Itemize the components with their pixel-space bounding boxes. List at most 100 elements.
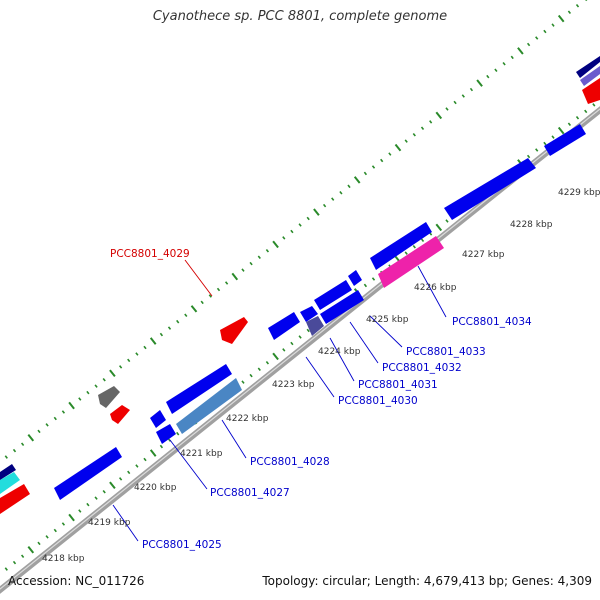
minor-tick bbox=[4, 455, 8, 459]
minor-tick bbox=[502, 62, 506, 66]
minor-tick bbox=[102, 490, 106, 494]
minor-tick bbox=[94, 496, 98, 500]
minor-tick bbox=[469, 87, 474, 92]
gene-4027-a[interactable] bbox=[150, 410, 166, 428]
gene-blue-4028a[interactable] bbox=[166, 364, 232, 414]
minor-tick bbox=[257, 255, 261, 259]
gene-label-4028[interactable]: PCC8801_4028 bbox=[250, 456, 330, 468]
gene-label-4031[interactable]: PCC8801_4031 bbox=[358, 379, 438, 391]
minor-tick bbox=[592, 103, 596, 107]
minor-tick bbox=[298, 335, 302, 339]
gene-label-4034[interactable]: PCC8801_4034 bbox=[452, 316, 532, 328]
minor-tick bbox=[94, 384, 98, 388]
scale-label: 4226 kbp bbox=[414, 283, 457, 293]
major-tick bbox=[557, 14, 565, 23]
genes-reverse[interactable] bbox=[54, 124, 586, 500]
major-tick bbox=[272, 352, 279, 361]
minor-tick bbox=[118, 477, 123, 481]
minor-tick bbox=[429, 120, 433, 124]
minor-tick bbox=[61, 410, 66, 414]
scale-label: 4224 kbp bbox=[318, 347, 361, 357]
minor-tick bbox=[420, 126, 425, 130]
minor-tick bbox=[543, 29, 547, 34]
accession-text: Accession: NC_011726 bbox=[8, 574, 145, 588]
minor-tick bbox=[176, 431, 180, 436]
gene-label-4029[interactable]: PCC8801_4029 bbox=[110, 248, 190, 260]
minor-tick bbox=[535, 36, 539, 40]
minor-tick bbox=[567, 122, 572, 126]
minor-tick bbox=[445, 107, 449, 111]
minor-tick bbox=[37, 541, 41, 546]
gene-label-4027[interactable]: PCC8801_4027 bbox=[210, 487, 290, 499]
gene-4229[interactable] bbox=[544, 124, 586, 156]
gene-4034[interactable] bbox=[378, 236, 444, 288]
gene-red-small[interactable] bbox=[110, 405, 130, 424]
minor-tick bbox=[127, 358, 131, 363]
minor-tick bbox=[363, 283, 368, 288]
minor-tick bbox=[20, 442, 25, 446]
gene-4228[interactable] bbox=[444, 158, 536, 220]
gene-4031[interactable] bbox=[314, 280, 352, 310]
major-tick bbox=[435, 111, 443, 120]
gene-label-4025[interactable]: PCC8801_4025 bbox=[142, 539, 222, 551]
major-tick bbox=[149, 449, 157, 457]
minor-tick bbox=[37, 429, 41, 434]
minor-tick bbox=[445, 219, 449, 223]
gene-label-4030[interactable]: PCC8801_4030 bbox=[338, 395, 418, 407]
minor-tick bbox=[249, 373, 253, 378]
gene-4030[interactable] bbox=[268, 312, 300, 340]
tick-dots-outer bbox=[4, 0, 588, 459]
gene-label-4033[interactable]: PCC8801_4033 bbox=[406, 346, 486, 358]
gene-4032[interactable] bbox=[320, 290, 364, 324]
scale-label: 4221 kbp bbox=[180, 449, 223, 459]
gene-label-4032[interactable]: PCC8801_4032 bbox=[382, 362, 462, 374]
gene-cyan-left bbox=[0, 472, 20, 494]
gene-4029[interactable] bbox=[220, 317, 248, 344]
major-tick bbox=[557, 126, 565, 135]
major-tick bbox=[435, 223, 443, 232]
gene-magenta-corner bbox=[582, 78, 600, 104]
minor-tick bbox=[61, 522, 66, 526]
gene-gray-small[interactable] bbox=[98, 386, 120, 408]
minor-tick bbox=[216, 287, 221, 292]
minor-tick bbox=[494, 68, 498, 72]
scale-label: 4222 kbp bbox=[226, 414, 269, 424]
minor-tick bbox=[12, 560, 17, 565]
scale-label: 4227 kbp bbox=[462, 250, 505, 260]
minor-tick bbox=[322, 203, 327, 208]
minor-tick bbox=[78, 397, 82, 401]
genes-forward[interactable] bbox=[0, 56, 600, 514]
minor-tick bbox=[159, 332, 164, 337]
minor-tick bbox=[453, 100, 457, 105]
minor-tick bbox=[282, 236, 286, 240]
minor-tick bbox=[45, 535, 49, 539]
minor-tick bbox=[184, 313, 188, 317]
minor-tick bbox=[347, 184, 351, 189]
minor-tick bbox=[290, 341, 294, 346]
gene-4031b[interactable] bbox=[348, 270, 362, 286]
minor-tick bbox=[200, 300, 204, 305]
minor-tick bbox=[265, 361, 270, 365]
minor-tick bbox=[53, 416, 57, 421]
major-tick bbox=[353, 176, 361, 184]
minor-tick bbox=[404, 139, 408, 143]
minor-tick bbox=[167, 438, 172, 442]
minor-tick bbox=[412, 133, 416, 137]
minor-tick bbox=[551, 23, 555, 27]
gene-4031-slate[interactable] bbox=[306, 316, 324, 336]
gene-4025[interactable] bbox=[54, 447, 122, 500]
minor-tick bbox=[535, 148, 539, 152]
major-tick bbox=[68, 513, 75, 522]
gene-4030b[interactable] bbox=[300, 306, 318, 322]
minor-tick bbox=[159, 444, 164, 449]
label-leader-lines bbox=[112, 259, 447, 542]
minor-tick bbox=[371, 277, 376, 281]
minor-tick bbox=[380, 158, 384, 163]
minor-tick bbox=[282, 348, 286, 352]
gene-4028[interactable] bbox=[176, 378, 242, 434]
minor-tick bbox=[306, 216, 310, 221]
gene-4033[interactable] bbox=[370, 222, 432, 270]
gene-4027-b[interactable] bbox=[156, 424, 176, 444]
major-tick bbox=[190, 305, 198, 313]
